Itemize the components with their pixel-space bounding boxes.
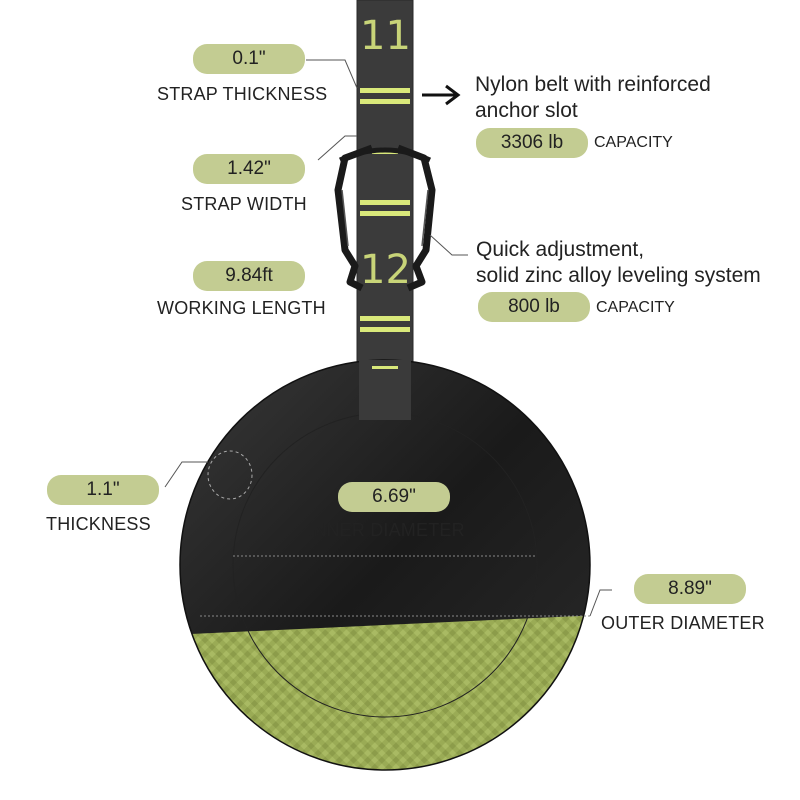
strap-thickness-value: 0.1"	[193, 44, 305, 74]
buckle-description-line2: solid zinc alloy leveling system	[476, 264, 761, 287]
strap	[357, 0, 413, 418]
leader-outer-diameter	[589, 589, 612, 617]
leader-strap-width	[317, 135, 357, 161]
outer-diameter-caption: OUTER DIAMETER	[601, 613, 765, 633]
buckle	[334, 144, 436, 292]
buckle-capacity-value: 800 lb	[478, 292, 590, 322]
thickness-value: 1.1"	[47, 475, 159, 505]
leader-strap-thickness	[306, 59, 358, 89]
belt-description-line1: Nylon belt with reinforced	[475, 73, 711, 96]
strap-thickness-caption: STRAP THICKNESS	[157, 84, 328, 104]
strap-mark	[360, 327, 410, 332]
strap-mark	[360, 99, 410, 104]
right-arrow-icon	[420, 82, 462, 113]
belt-capacity-value: 3306 lb	[476, 128, 588, 158]
strap-mark	[372, 366, 398, 369]
outer-diameter-value: 8.89"	[634, 574, 746, 604]
leader-buckle	[429, 234, 468, 256]
belt-capacity-label: CAPACITY	[594, 134, 673, 151]
buckle-description-line1: Quick adjustment,	[476, 238, 645, 261]
leader-thickness	[164, 461, 208, 488]
belt-description-line2: anchor slot	[475, 99, 578, 122]
strap-mark	[360, 88, 410, 93]
strap-width-caption: STRAP WIDTH	[181, 194, 307, 214]
strap-number-11: 11	[360, 13, 411, 59]
inner-diameter-value: 6.69"	[338, 482, 450, 512]
inner-diameter-caption: INNER DIAMETER	[308, 520, 465, 540]
buckle-capacity-label: CAPACITY	[596, 299, 675, 316]
working-length-caption: WORKING LENGTH	[157, 298, 326, 318]
strap-number-12: 12	[360, 247, 411, 293]
strap-mark	[360, 211, 410, 216]
strap-mark	[360, 200, 410, 205]
strap-mark	[360, 316, 410, 321]
thickness-caption: THICKNESS	[46, 514, 151, 534]
strap-width-value: 1.42"	[193, 154, 305, 184]
working-length-value: 9.84ft	[193, 261, 305, 291]
